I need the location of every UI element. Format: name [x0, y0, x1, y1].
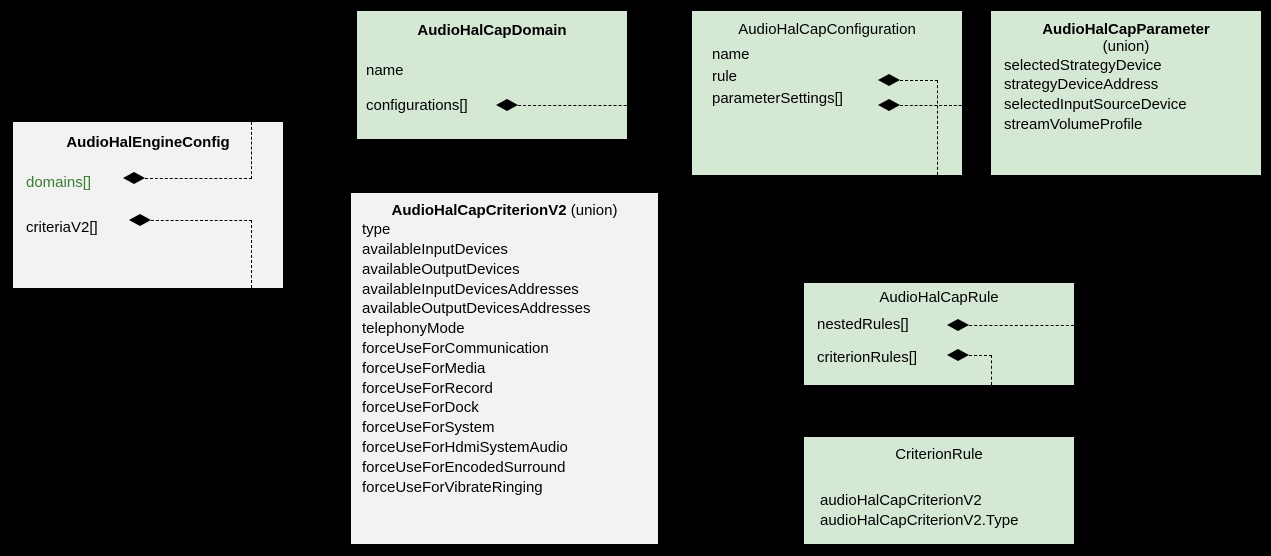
- attr-availableinputdevicesaddresses: availableInputDevicesAddresses: [362, 280, 579, 298]
- class-title-audiohalengineconfig: AudioHalEngineConfig: [66, 134, 230, 151]
- attr-domains: domains[]: [26, 174, 92, 192]
- class-title-audiohalcaprule: AudioHalCapRule: [879, 289, 999, 306]
- connector-domains-vertical: [251, 122, 252, 179]
- aggregation-diamond-parametersettings: [878, 99, 900, 111]
- attr-forceuseforcommunication: forceUseForCommunication: [362, 340, 549, 358]
- attr-audiohalcapcriterionv2-type: audioHalCapCriterionV2.Type: [820, 512, 1019, 530]
- connector-criterionrules-vertical: [991, 355, 992, 385]
- connector-parametersettings-horizontal: [900, 105, 991, 106]
- aggregation-diamond-rule: [878, 74, 900, 86]
- aggregation-diamond-nestedrules: [947, 319, 969, 331]
- connector-rule-horizontal: [900, 80, 938, 81]
- attr-forceuseforsystem: forceUseForSystem: [362, 419, 495, 437]
- attr-availableoutputdevices: availableOutputDevices: [362, 260, 520, 278]
- connector-configurations-horizontal: [518, 105, 692, 106]
- attr-forceuseforvibrateringing: forceUseForVibrateRinging: [362, 478, 543, 496]
- attr-audiohalcapcriterionv2: audioHalCapCriterionV2: [820, 492, 982, 510]
- connector-criteriav2-vertical: [251, 220, 252, 288]
- attr-criterionrules: criterionRules[]: [817, 349, 918, 367]
- attr-name-configuration: name: [712, 46, 750, 64]
- aggregation-diamond-configurations: [496, 99, 518, 111]
- attr-strategydeviceaddress: strategyDeviceAddress: [1004, 76, 1159, 94]
- class-title-text: AudioHalCapCriterionV2: [391, 202, 567, 219]
- class-box-audiohalengineconfig[interactable]: AudioHalEngineConfig domains[] criteriaV…: [13, 122, 283, 288]
- attr-forceusefordock: forceUseForDock: [362, 399, 479, 417]
- class-subtitle-audiohalcapcriterionv2: (union): [570, 202, 618, 219]
- connector-criterionrules-horizontal: [969, 355, 992, 356]
- class-title-audiohalcapconfiguration: AudioHalCapConfiguration: [738, 21, 916, 38]
- attr-name-domain: name: [366, 62, 404, 80]
- class-box-audiohalcaprule[interactable]: AudioHalCapRule nestedRules[] criterionR…: [804, 283, 1074, 385]
- class-box-audiohalcapcriterionv2[interactable]: AudioHalCapCriterionV2 (union) type avai…: [351, 193, 658, 544]
- class-title-audiohalcapparameter: AudioHalCapParameter: [991, 21, 1261, 38]
- attr-streamvolumeprofile: streamVolumeProfile: [1004, 115, 1143, 133]
- attr-configurations: configurations[]: [366, 97, 468, 115]
- connector-nestedrules-horizontal: [969, 325, 1074, 326]
- class-subtitle-audiohalcapparameter: (union): [1102, 38, 1150, 56]
- class-title-audiohalcapcriterionv2: AudioHalCapCriterionV2 (union): [351, 202, 658, 219]
- class-title-text: AudioHalCapParameter: [1042, 21, 1210, 38]
- connector-domains-horizontal: [145, 178, 252, 179]
- attr-availableinputdevices: availableInputDevices: [362, 241, 508, 259]
- connector-rule-vertical: [937, 80, 938, 175]
- attr-forceuseforrecord: forceUseForRecord: [362, 379, 493, 397]
- class-title-audiohalcapdomain: AudioHalCapDomain: [417, 22, 567, 39]
- aggregation-diamond-criteriav2: [129, 214, 151, 226]
- attr-nestedrules: nestedRules[]: [817, 316, 909, 334]
- attr-forceuseformedia: forceUseForMedia: [362, 359, 486, 377]
- aggregation-diamond-criterionrules: [947, 349, 969, 361]
- class-title-criterionrule: CriterionRule: [895, 446, 983, 463]
- aggregation-diamond-domains: [123, 172, 145, 184]
- attr-criteriav2: criteriaV2[]: [26, 219, 98, 237]
- attr-type: type: [362, 221, 391, 239]
- class-box-audiohalcapdomain[interactable]: AudioHalCapDomain name configurations[]: [357, 11, 627, 139]
- class-box-criterionrule[interactable]: CriterionRule audioHalCapCriterionV2 aud…: [804, 437, 1074, 544]
- class-box-audiohalcapparameter[interactable]: AudioHalCapParameter (union) selectedStr…: [991, 11, 1261, 175]
- attr-selectedinputsourcedevice: selectedInputSourceDevice: [1004, 96, 1187, 114]
- attr-availableoutputdevicesaddresses: availableOutputDevicesAddresses: [362, 300, 591, 318]
- attr-forceuseforencodedsurround: forceUseForEncodedSurround: [362, 458, 566, 476]
- attr-selectedstrategydevice: selectedStrategyDevice: [1004, 56, 1162, 74]
- class-box-audiohalcapconfiguration[interactable]: AudioHalCapConfiguration name rule param…: [692, 11, 962, 175]
- attr-rule: rule: [712, 68, 738, 86]
- attr-forceuseforhdmisystemaudio: forceUseForHdmiSystemAudio: [362, 439, 568, 457]
- connector-criteriav2-horizontal: [151, 220, 252, 221]
- attr-telephonymode: telephonyMode: [362, 320, 465, 338]
- attr-parametersettings: parameterSettings[]: [712, 89, 843, 107]
